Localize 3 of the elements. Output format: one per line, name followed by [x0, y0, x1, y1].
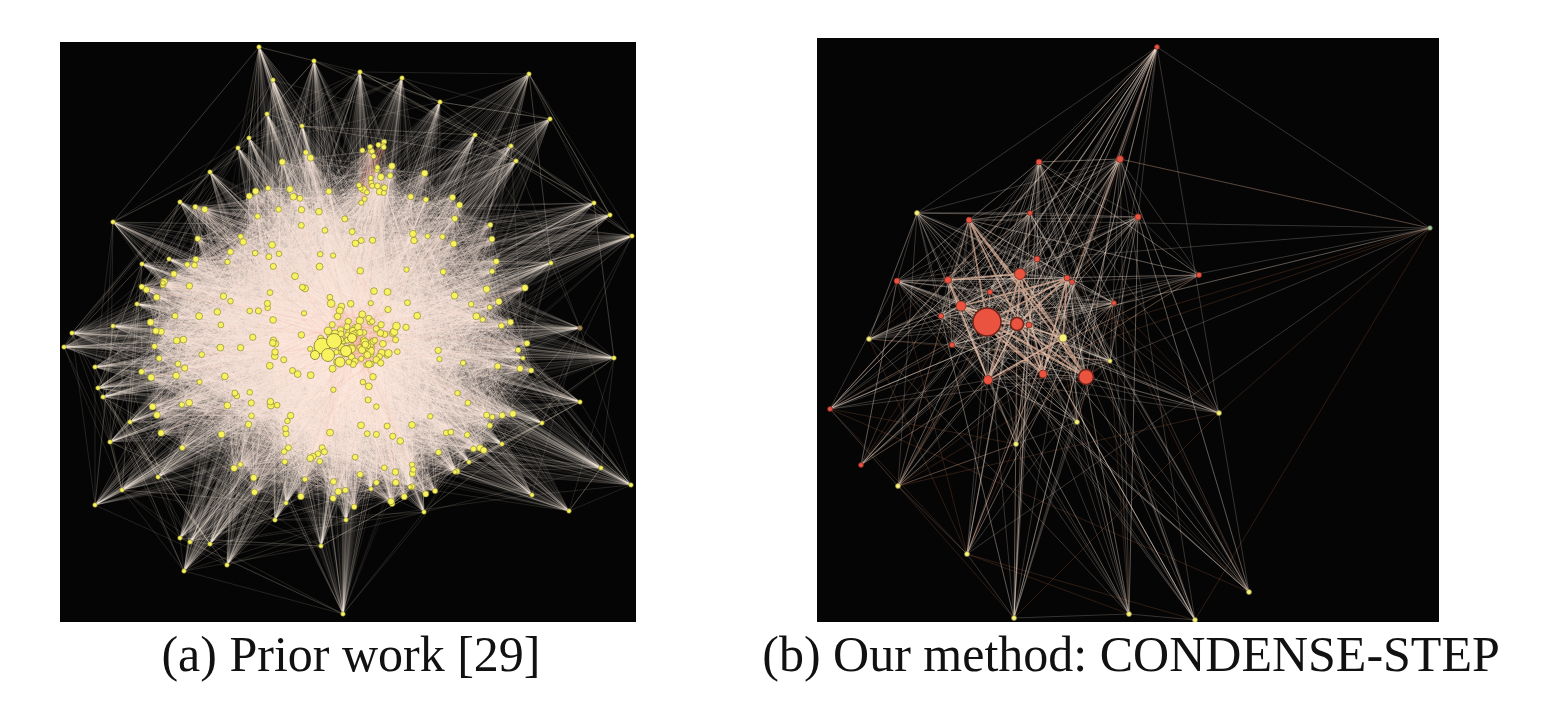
- figure-caption: (b) Our method: CONDENSE-STEP: [762, 626, 1500, 684]
- figure-caption: (a) Prior work [29]: [161, 626, 541, 684]
- network-graph: [60, 42, 636, 622]
